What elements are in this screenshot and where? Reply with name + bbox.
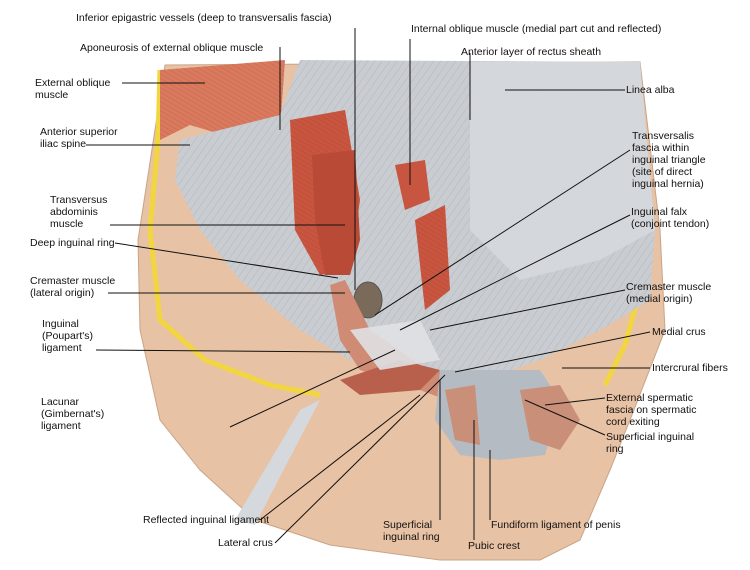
label-transversalis-fascia: Transversalis fascia within inguinal tri… [632, 130, 706, 190]
label-cremaster-medial: Cremaster muscle (medial origin) [626, 281, 712, 305]
fat-margin-left [147, 69, 321, 398]
label-lacunar-ligament: Lacunar (Gimbernat's) ligament [41, 396, 105, 432]
label-cremaster-lateral: Cremaster muscle (lateral origin) [30, 275, 116, 299]
label-anterior-superior-iliac-spine: Anterior superior iliac spine [40, 126, 118, 150]
cremaster-lower [340, 360, 440, 395]
label-pubic-crest: Pubic crest [468, 540, 520, 552]
label-intercrural-fibers: Intercrural fibers [652, 362, 728, 374]
label-inguinal-ligament: Inguinal (Poupart's) ligament [42, 318, 94, 354]
spermatic-cord-right [520, 385, 580, 450]
label-deep-inguinal-ring: Deep inguinal ring [30, 237, 115, 249]
label-external-oblique: External oblique muscle [35, 77, 111, 101]
label-inferior-epigastric-vessels: Inferior epigastric vessels (deep to tra… [76, 12, 332, 24]
label-inguinal-falx: Inguinal falx (conjoint tendon) [631, 206, 710, 230]
label-internal-oblique: Internal oblique muscle (medial part cut… [411, 23, 662, 35]
label-linea-alba: Linea alba [626, 84, 675, 96]
label-superficial-inguinal-ring-right: Superficial inguinal ring [606, 431, 695, 455]
label-external-spermatic-fascia: External spermatic fascia on spermatic c… [606, 392, 697, 428]
inguinal-triangle [350, 320, 440, 370]
label-transversus-abdominis: Transversus abdominis muscle [50, 194, 108, 230]
leader-lines [86, 28, 651, 544]
label-aponeurosis-external-oblique: Aponeurosis of external oblique muscle [80, 42, 264, 54]
label-superficial-inguinal-ring-bottom: Superficial inguinal ring [383, 519, 440, 543]
spermatic-cord-left [445, 385, 480, 445]
label-anterior-rectus-sheath: Anterior layer of rectus sheath [461, 46, 602, 58]
transversus-abdominis-muscle [312, 150, 360, 275]
label-lateral-crus: Lateral crus [218, 537, 273, 549]
label-fundiform-ligament: Fundiform ligament of penis [491, 519, 621, 531]
retracted-fascia [235, 400, 320, 525]
internal-oblique-medial [395, 160, 430, 210]
label-reflected-inguinal-ligament: Reflected inguinal ligament [143, 514, 270, 526]
label-medial-crus: Medial crus [652, 326, 706, 338]
